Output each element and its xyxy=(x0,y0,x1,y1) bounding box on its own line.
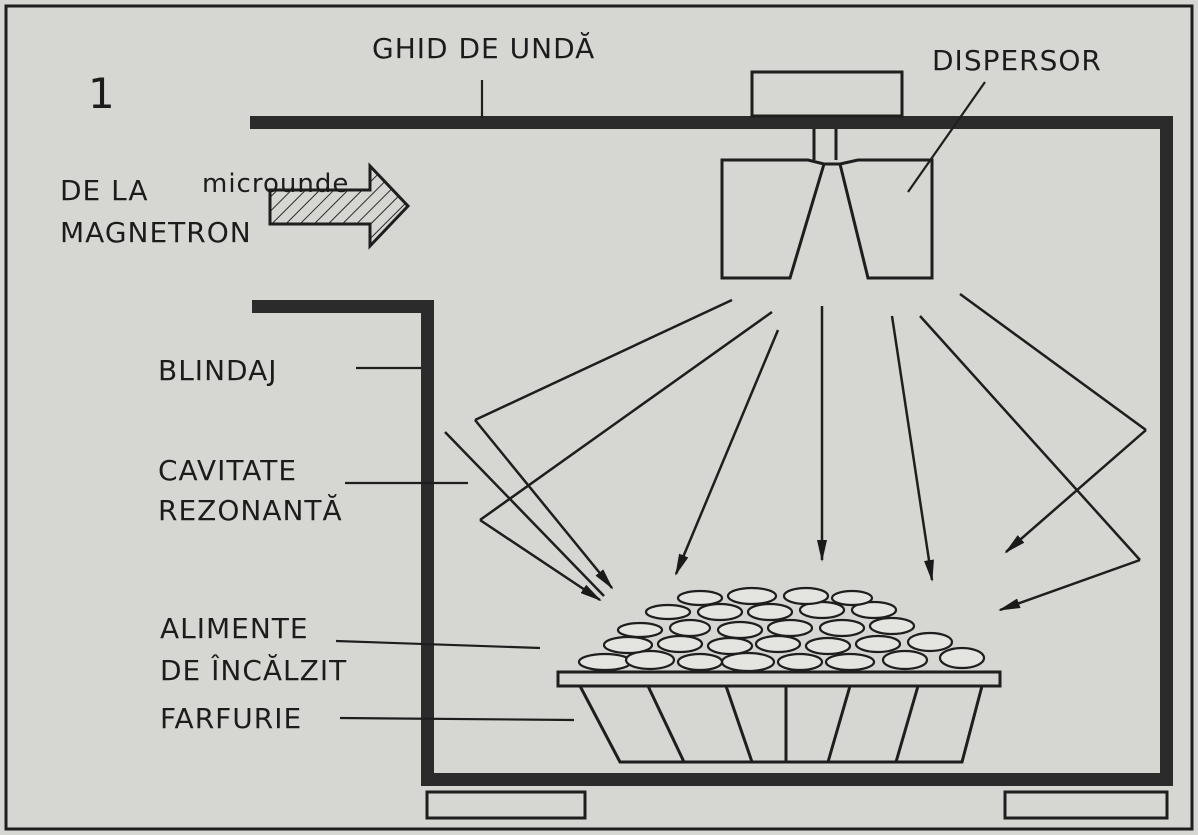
label-source-line1: DE LA xyxy=(60,174,149,207)
plate xyxy=(556,670,1002,764)
label-food-line1: ALIMENTE xyxy=(160,612,309,645)
floor-wall xyxy=(421,773,1173,786)
label-cavity-line1: CAVITATE xyxy=(158,454,297,487)
figure-border xyxy=(4,4,1194,831)
label-cavity-line2: REZONANTĂ xyxy=(158,493,343,527)
food-pile xyxy=(577,586,986,673)
label-shield: BLINDAJ xyxy=(158,354,278,387)
label-microwaves: microunde xyxy=(202,169,349,199)
label-source-line2: MAGNETRON xyxy=(60,216,252,249)
leader-lines xyxy=(335,80,986,722)
label-waveguide: GHID DE UNDĂ xyxy=(372,31,595,65)
figure-number: 1 xyxy=(88,69,116,118)
shield-wall xyxy=(421,300,434,786)
microwave-input-arrow xyxy=(268,162,411,250)
microwave-rays xyxy=(444,292,1147,612)
label-plate: FARFURIE xyxy=(160,702,302,735)
disperser xyxy=(720,158,934,280)
label-disperser: DISPERSOR xyxy=(932,44,1102,77)
left-foot xyxy=(425,790,587,820)
waveguide-wall-top xyxy=(250,116,1172,129)
label-food-line2: DE ÎNCĂLZIT xyxy=(160,653,347,687)
stirrer-housing xyxy=(750,70,904,118)
shield-top-wall xyxy=(252,300,432,313)
oven-walls xyxy=(250,116,1173,786)
right-wall xyxy=(1160,116,1173,786)
right-foot xyxy=(1003,790,1169,820)
